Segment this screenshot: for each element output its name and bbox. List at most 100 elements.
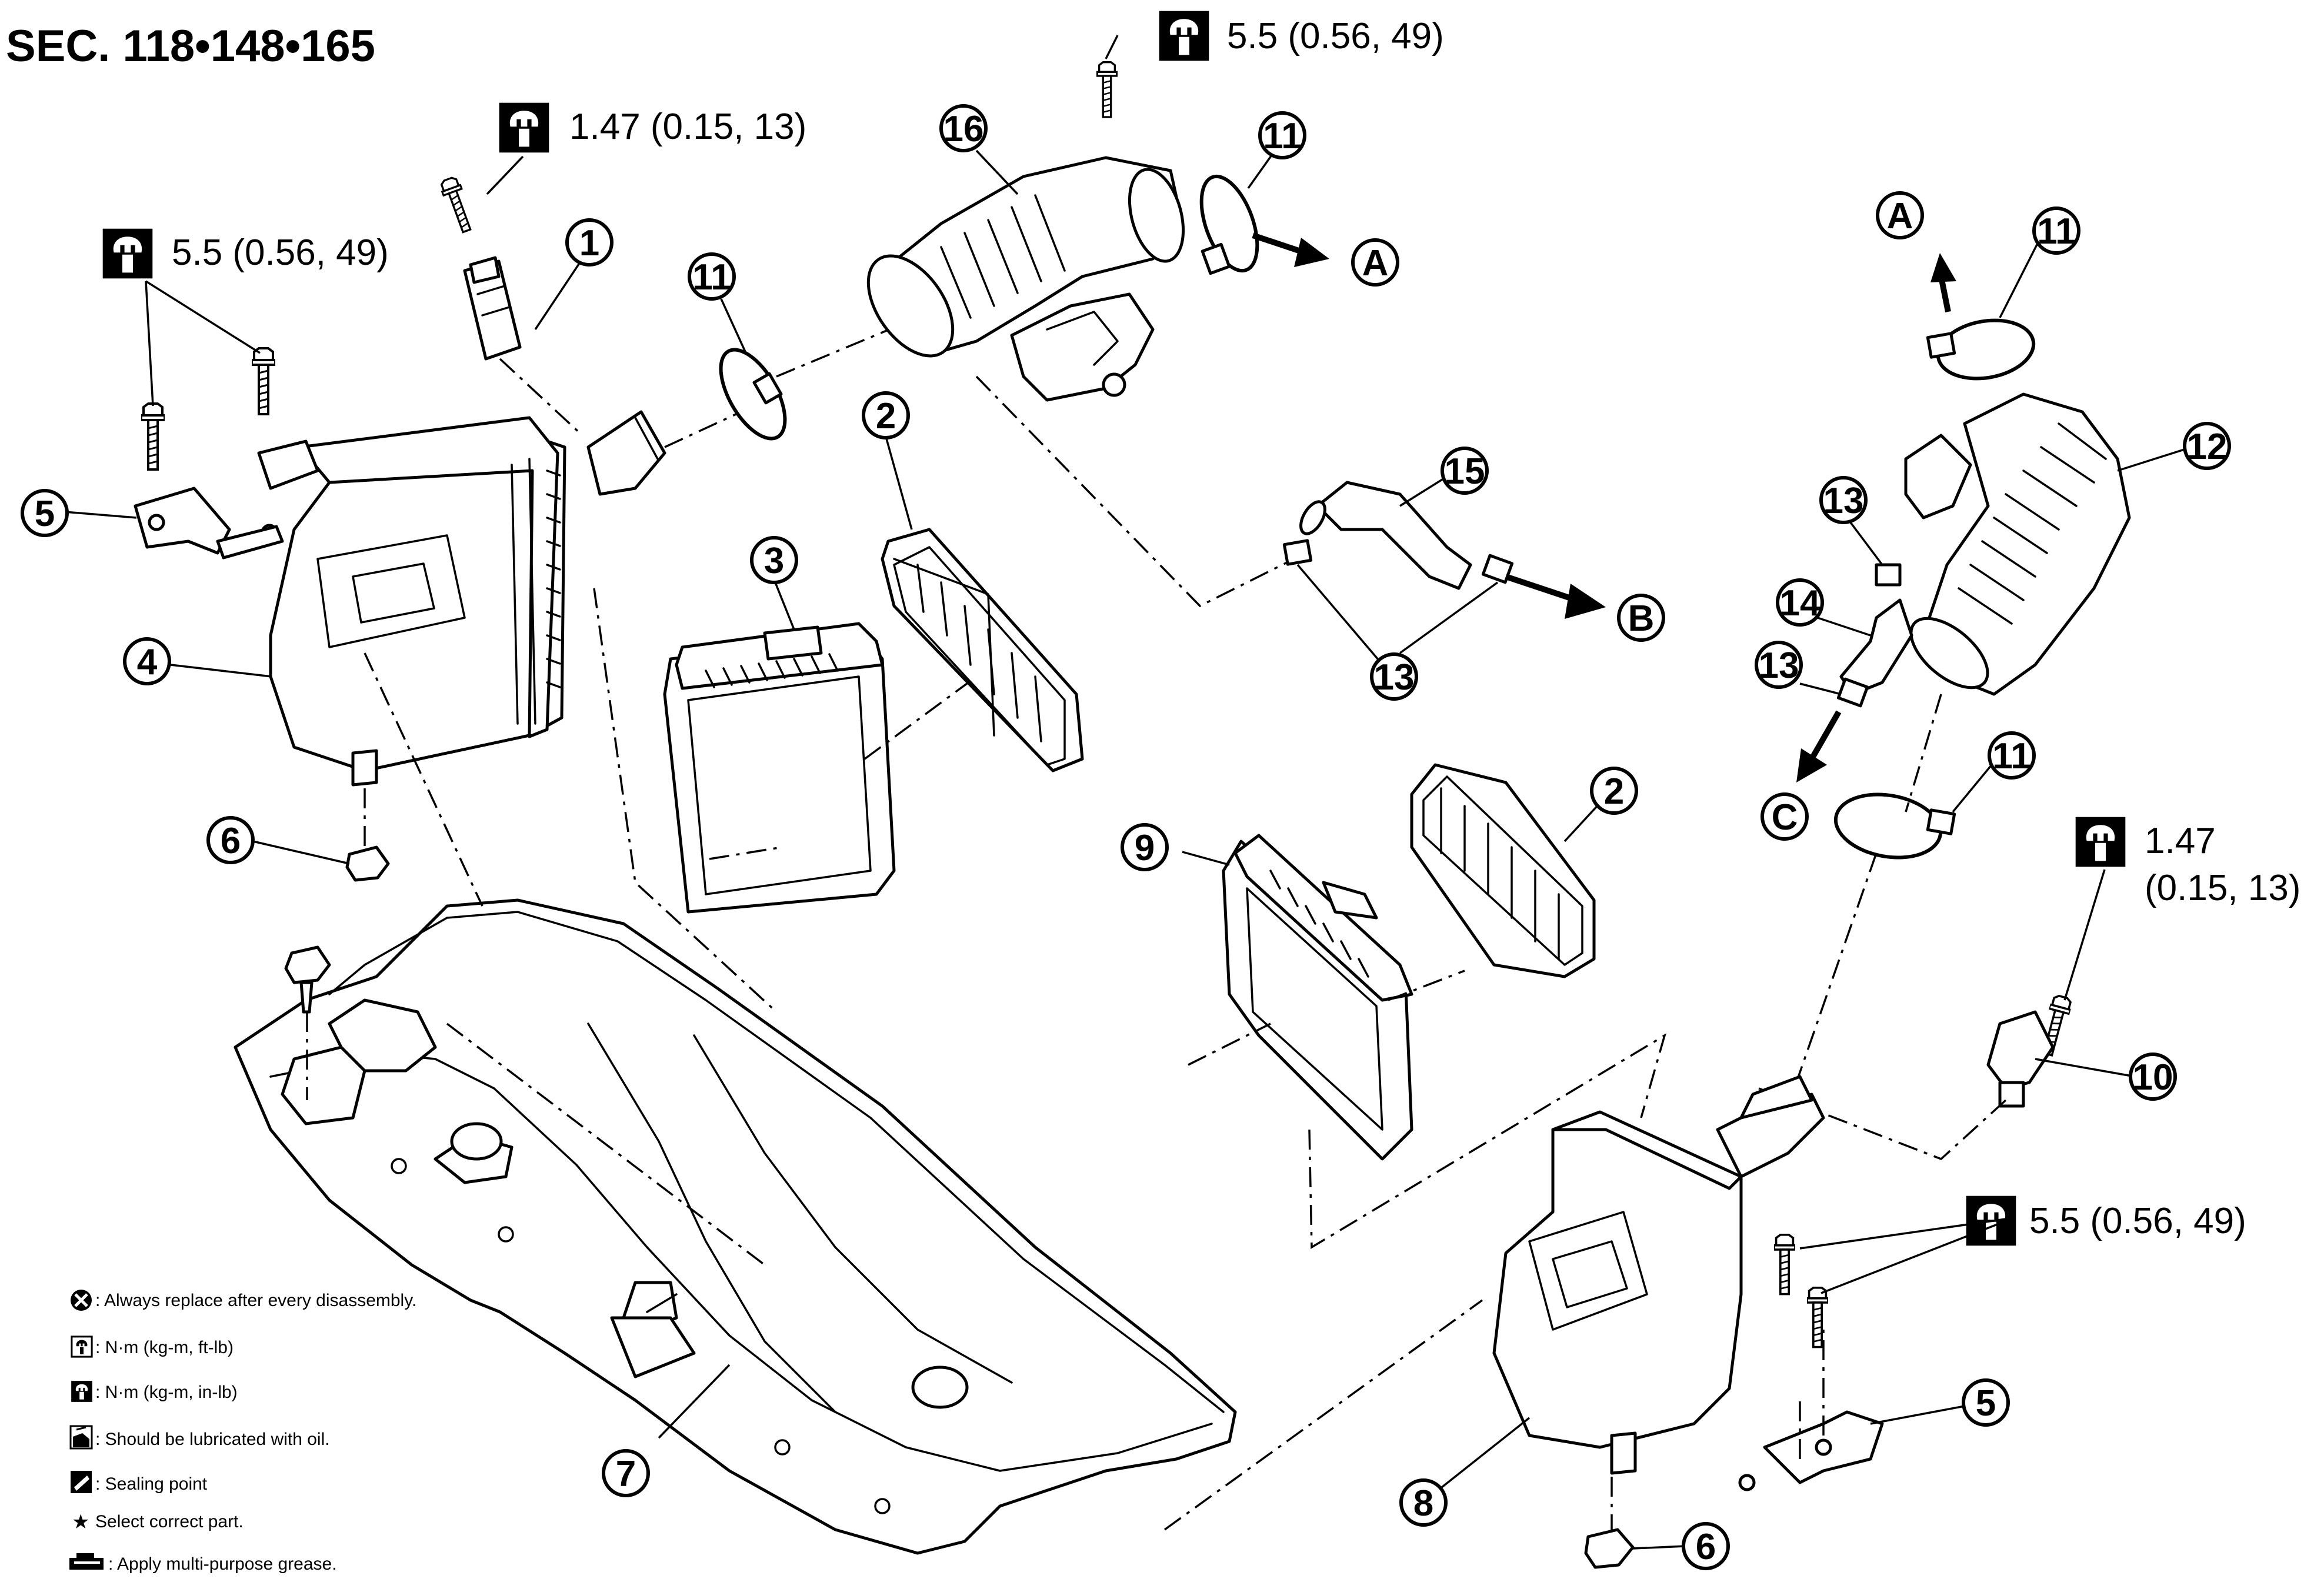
callout-11-right-lower: 11 xyxy=(1988,731,2036,780)
svg-text:4: 4 xyxy=(137,642,158,682)
svg-text:10: 10 xyxy=(2133,1057,2173,1098)
callout-9: 9 xyxy=(1121,823,1169,871)
svg-text:16: 16 xyxy=(943,109,984,149)
air-cleaner-filter-frame xyxy=(663,622,896,914)
torque-callout-left-bracket-bolts: 5.5 (0.56, 49) xyxy=(102,228,389,279)
svg-text:: Sealing point: : Sealing point xyxy=(95,1474,208,1494)
legend-item-replace: : Always replace after every disassembly… xyxy=(71,1290,416,1311)
callout-15: 15 xyxy=(1441,447,1489,495)
section-title: SEC. 118•148•165 xyxy=(6,21,375,71)
mounting-bracket xyxy=(1738,1410,1884,1491)
torque-value: 5.5 (0.56, 49) xyxy=(172,232,389,273)
hose-clamp xyxy=(1199,174,1259,275)
mounting-bracket xyxy=(134,487,284,559)
sealing-point-icon xyxy=(71,1471,92,1493)
callout-5-right: 5 xyxy=(1962,1378,2010,1427)
bolt xyxy=(1807,1286,1828,1348)
air-duct-under-cover xyxy=(234,898,1237,1555)
svg-text:12: 12 xyxy=(2187,427,2228,467)
svg-text:6: 6 xyxy=(221,821,241,861)
bolt xyxy=(252,347,275,415)
torque-callout-right-sensor-bolt: 1.47 (0.15, 13) xyxy=(2075,817,2300,908)
callout-6-right: 6 xyxy=(1682,1522,1730,1570)
breather-hose xyxy=(1282,481,1514,590)
callout-13-right-upper: 13 xyxy=(1819,476,1868,524)
air-cleaner-case-lower xyxy=(1492,1075,1825,1475)
svg-text:8: 8 xyxy=(1413,1483,1433,1524)
svg-text:2: 2 xyxy=(1604,771,1624,812)
callout-7: 7 xyxy=(602,1449,650,1497)
torque-value: 1.47 xyxy=(2145,821,2216,861)
callout-2-lower: 2 xyxy=(1590,767,1638,815)
svg-text:: Apply multi-purpose grease.: : Apply multi-purpose grease. xyxy=(108,1554,337,1574)
torque-wrench-icon xyxy=(2075,817,2126,867)
callout-14: 14 xyxy=(1776,578,1824,627)
air-duct-with-resonator xyxy=(866,156,1185,402)
intake-outlet-tube xyxy=(586,410,666,496)
svg-text:1: 1 xyxy=(579,223,599,264)
air-duct-flexible xyxy=(1904,392,2131,696)
torque-wrench-icon xyxy=(102,228,153,279)
legend-item-nm-ftlb: : N·m (kg-m, ft-lb) xyxy=(71,1335,234,1358)
torque-value: 1.47 (0.15, 13) xyxy=(569,106,806,147)
svg-text:9: 9 xyxy=(1135,828,1155,868)
svg-text:7: 7 xyxy=(616,1454,636,1494)
air-cleaner-filter xyxy=(881,528,1084,772)
legend-item-grease: : Apply multi-purpose grease. xyxy=(69,1553,337,1574)
torque-value: 5.5 (0.56, 49) xyxy=(1227,16,1444,56)
callout-3: 3 xyxy=(750,536,798,584)
arrow-label-a-top: A xyxy=(1351,238,1399,287)
star-icon: ★ xyxy=(72,1510,89,1534)
breather-hose-small xyxy=(1836,563,1913,708)
svg-text:5: 5 xyxy=(35,494,55,534)
callout-13-mid: 13 xyxy=(1370,652,1418,701)
callout-12: 12 xyxy=(2183,422,2231,470)
svg-text:5: 5 xyxy=(1976,1383,1996,1424)
bolt xyxy=(438,175,477,235)
callout-13-right-lower: 13 xyxy=(1755,641,1803,689)
air-cleaner-filter-frame xyxy=(1222,834,1413,1161)
svg-text:6: 6 xyxy=(1696,1527,1716,1567)
callout-10: 10 xyxy=(2129,1053,2177,1101)
torque-callout-sensor-bolt: 1.47 (0.15, 13) xyxy=(499,102,806,153)
svg-text:14: 14 xyxy=(1780,583,1820,624)
cross-circle-icon xyxy=(71,1290,92,1311)
svg-text:Select correct part.: Select correct part. xyxy=(95,1512,244,1531)
svg-text:A: A xyxy=(1362,243,1389,284)
rubber-grommet xyxy=(345,788,390,882)
svg-text:: Should be lubricated with oi: : Should be lubricated with oil. xyxy=(95,1430,330,1449)
legend-item-seal: : Sealing point xyxy=(71,1471,208,1494)
svg-text:: N·m (kg-m, ft-lb): : N·m (kg-m, ft-lb) xyxy=(95,1338,234,1357)
legend: : Always replace after every disassembly… xyxy=(69,1290,416,1574)
torque-value: 5.5 (0.56, 49) xyxy=(2029,1201,2246,1241)
push-clip xyxy=(284,945,331,1100)
svg-text:13: 13 xyxy=(1374,657,1415,698)
svg-text:: Always replace after every d: : Always replace after every disassembly… xyxy=(95,1291,416,1310)
arrow-label-b: B xyxy=(1617,594,1665,642)
svg-text:3: 3 xyxy=(764,541,784,581)
arrow-label-c: C xyxy=(1760,792,1809,841)
svg-text:15: 15 xyxy=(1445,451,1485,492)
torque-callout-right-bracket-bolts: 5.5 (0.56, 49) xyxy=(1966,1195,2246,1246)
svg-text:: N·m (kg-m, in-lb): : N·m (kg-m, in-lb) xyxy=(95,1383,238,1402)
torque-wrench-outline-icon xyxy=(71,1335,93,1358)
bolt xyxy=(1096,61,1118,118)
grease-gun-icon xyxy=(69,1553,104,1570)
callout-16: 16 xyxy=(939,104,988,152)
legend-item-oil: : Should be lubricated with oil. xyxy=(69,1425,330,1450)
svg-text:11: 11 xyxy=(2037,211,2076,252)
bolt xyxy=(1774,1233,1795,1295)
torque-callout-duct-top-bolt: 5.5 (0.56, 49) xyxy=(1159,11,1444,61)
hose-clamp xyxy=(719,348,787,441)
torque-wrench-icon xyxy=(1159,11,1209,61)
callout-5-left: 5 xyxy=(21,489,69,537)
callout-11-upper-left: 11 xyxy=(688,252,736,301)
callout-2-upper: 2 xyxy=(862,391,910,439)
bolt xyxy=(141,402,165,471)
callout-11-right-top: 11 xyxy=(2032,207,2080,255)
callout-11-upper-right: 11 xyxy=(1258,111,1306,159)
air-cleaner-filter xyxy=(1410,763,1596,978)
svg-text:2: 2 xyxy=(876,396,896,437)
legend-item-nm-inlb: : N·m (kg-m, in-lb) xyxy=(71,1381,238,1402)
